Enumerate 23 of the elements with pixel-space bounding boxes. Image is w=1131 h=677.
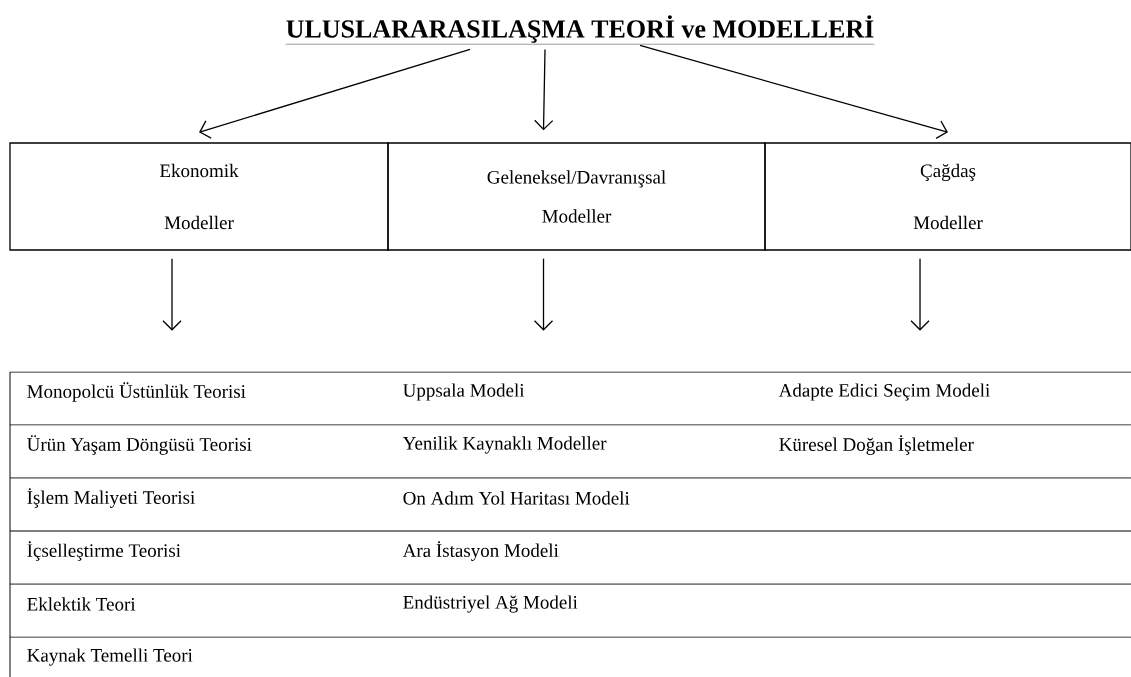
model-name: Küresel Doğan İşletmeler xyxy=(779,435,974,455)
category-box: Çağdaş Modeller xyxy=(764,142,1131,251)
category-box: Geleneksel/Davranışsal Modeller xyxy=(387,142,766,251)
model-name: Eklektik Teori xyxy=(27,597,136,611)
model-name: Uppsala Modeli xyxy=(403,383,525,401)
model-name: İşlem Maliyeti Teorisi xyxy=(27,488,195,508)
model-name: Ara İstasyon Modeli xyxy=(402,541,559,561)
arrow xyxy=(162,258,182,331)
arrow xyxy=(199,48,471,139)
model-name: İçselleştirme Teorisi xyxy=(27,541,181,561)
arrow xyxy=(910,258,930,331)
model-name: Yenilik Kaynaklı Modeller xyxy=(402,436,607,454)
model-name: Endüstriyel Ağ Modeli xyxy=(403,595,578,613)
model-name: Ürün Yaşam Döngüsü Teorisi xyxy=(27,435,252,455)
arrow xyxy=(533,258,554,331)
model-name: Kaynak Temelli Teori xyxy=(27,648,193,666)
heading: ULUSLARARASILAŞMA TEORİ ve MODELLERİ xyxy=(285,15,875,45)
arrow xyxy=(534,48,554,131)
model-name: Adapte Edici Seçim Modeli xyxy=(778,383,990,401)
category-box: Ekonomik Modeller xyxy=(9,142,389,251)
arrow xyxy=(639,44,948,139)
model-name: Monopolcü Üstünlük Teorisi xyxy=(27,382,246,402)
model-name: On Adım Yol Haritası Modeli xyxy=(403,491,630,505)
